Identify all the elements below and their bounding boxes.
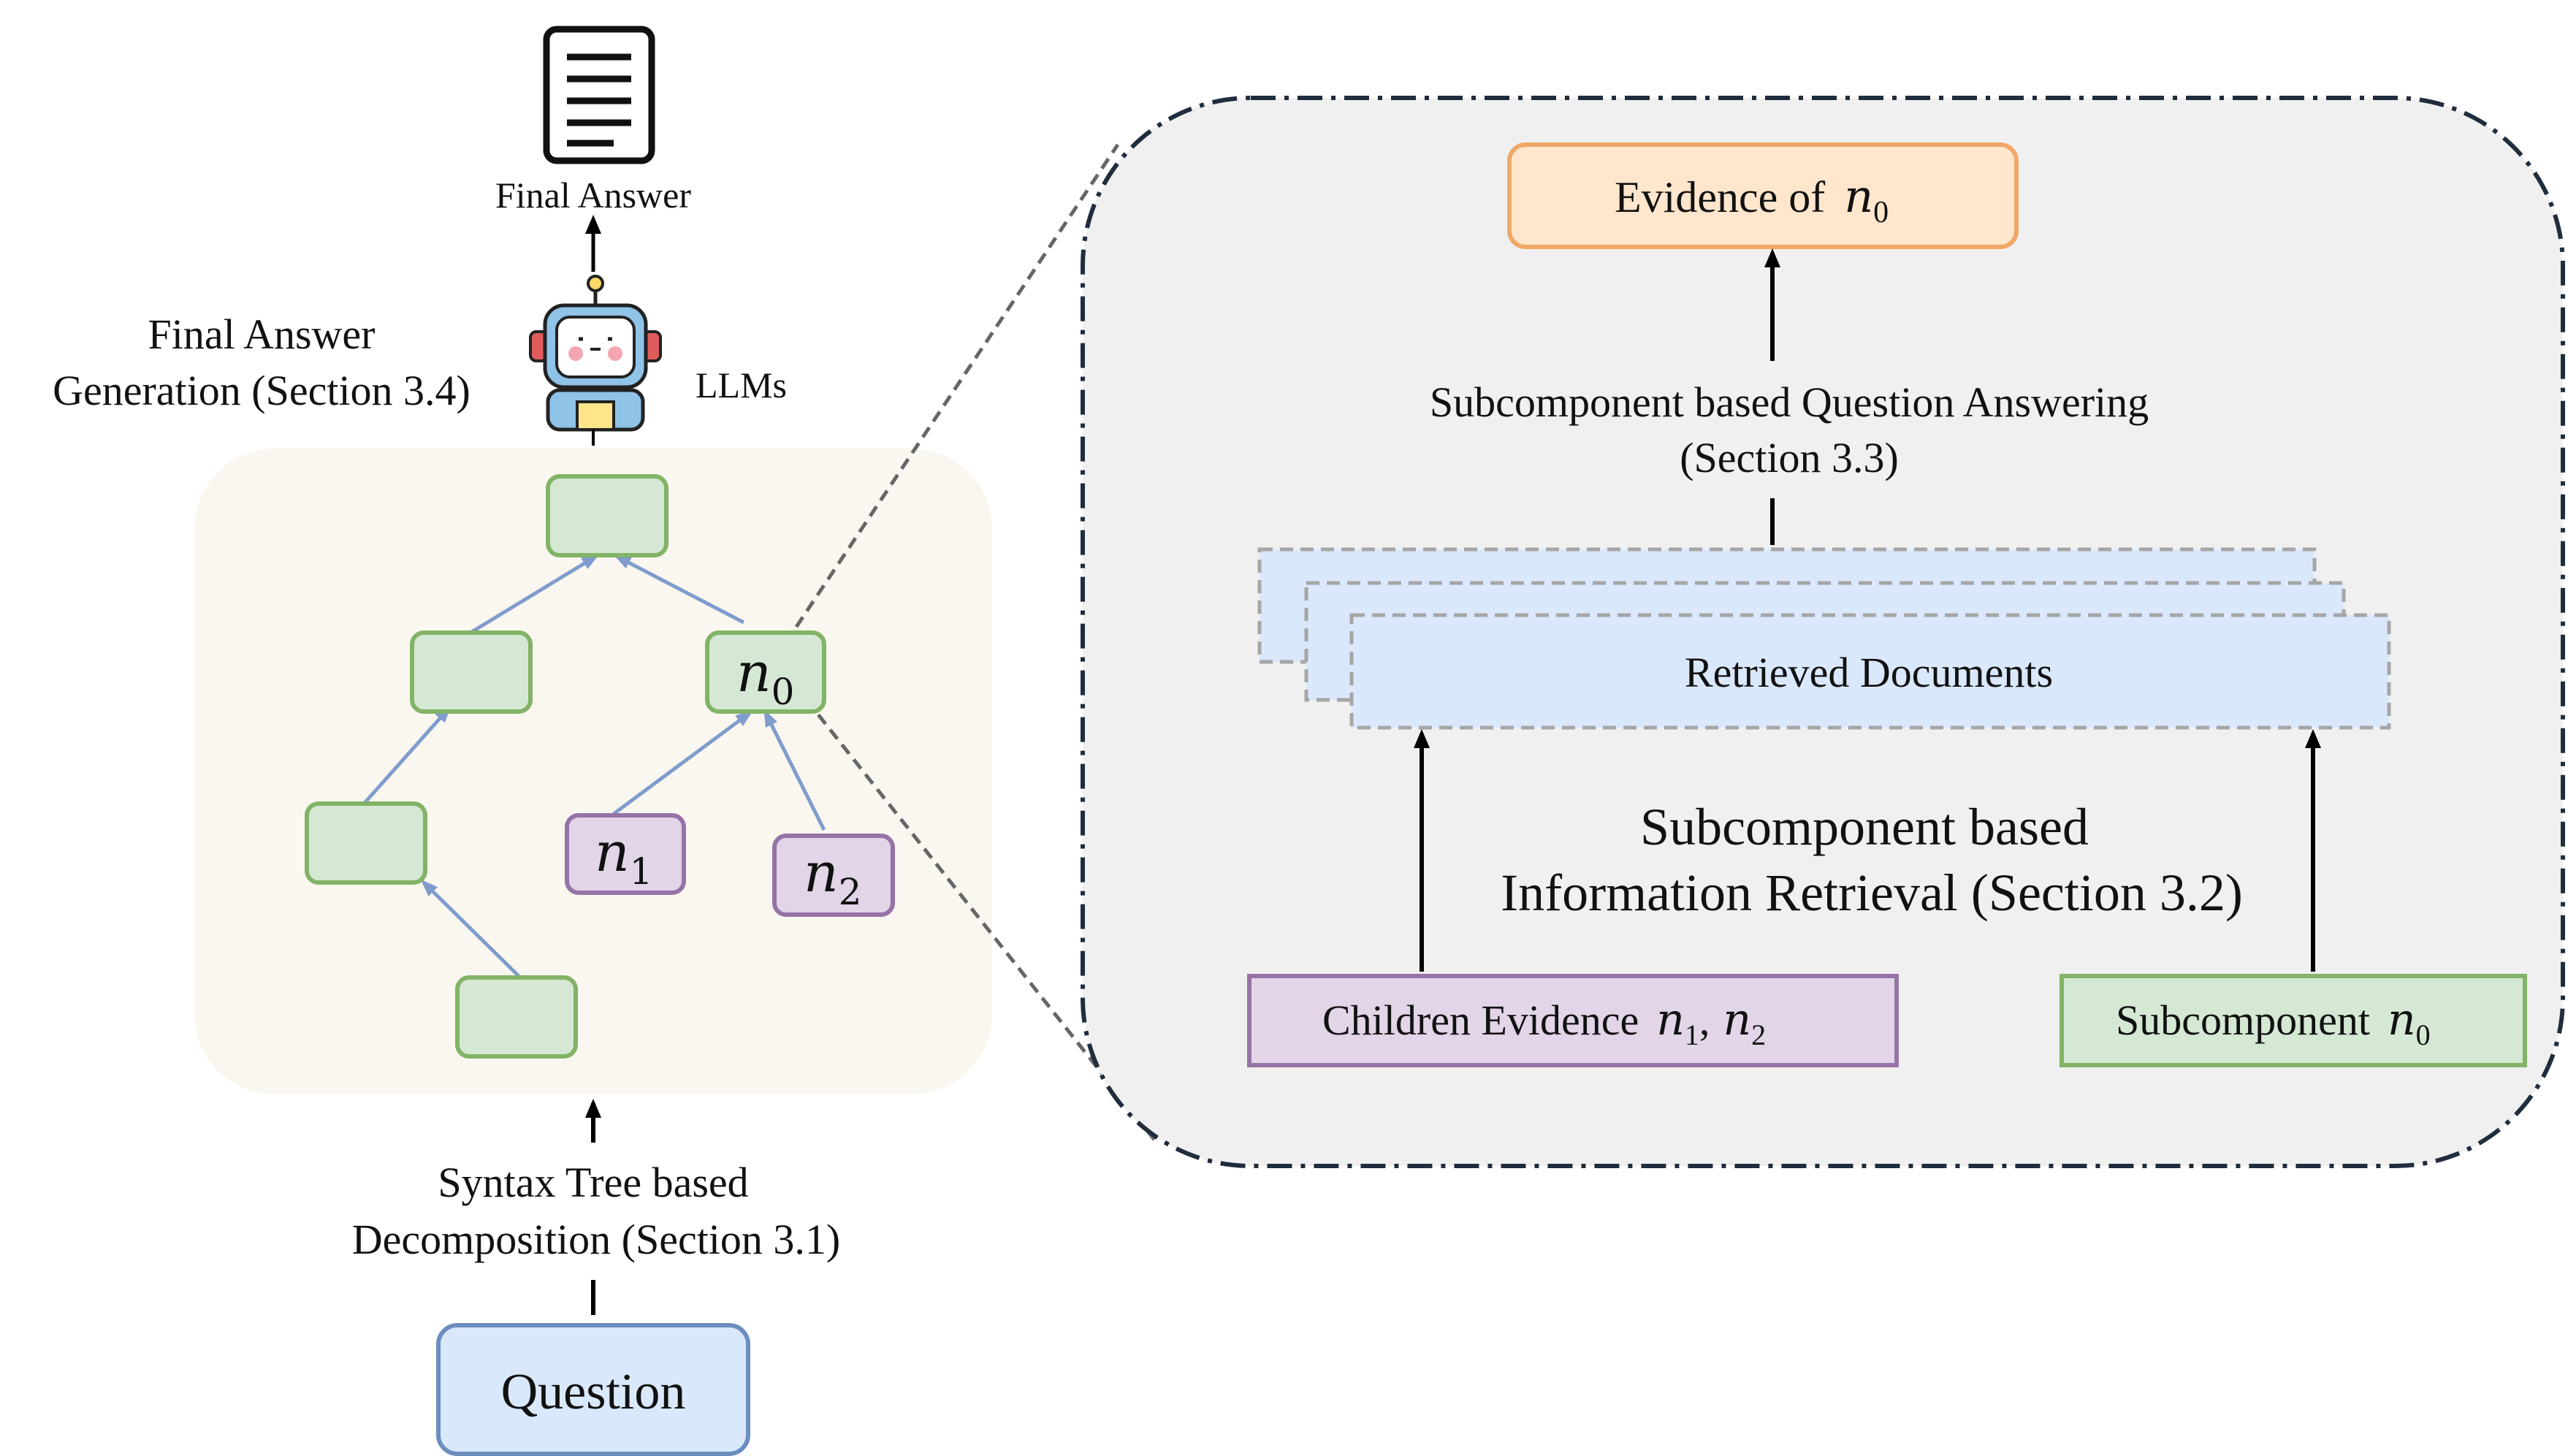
tree-edge-n2-to-n0 [763,709,826,831]
zoom-connector-top [794,143,1120,628]
subcomponent-box [2060,974,2527,1067]
llms-label: LLMs [696,365,787,405]
tree-node-n1-label: n1 [595,821,652,893]
retrieved-documents-label: Retrieved Documents [1685,649,2053,696]
qa-label-line2: (Section 3.3) [1680,434,1899,481]
decomposition-label-line1: Syntax Tree based [438,1159,748,1206]
tree-node-n2 [772,834,895,917]
decomposition-label-line2: Decomposition (Section 3.1) [352,1216,841,1263]
tree-edge-left-to-root [469,554,600,635]
qa-label-line1: Subcomponent based Question Answering [1430,378,2149,426]
final-answer-document-icon [543,26,655,164]
tree-node-n1 [565,813,686,895]
final-answer-label: Final Answer [495,175,691,216]
ir-label-line2: Information Retrieval (Section 3.2) [1501,864,2243,922]
tree-node-mid [305,801,427,885]
tree-node-root [546,474,668,557]
tree-edge-bottom-to-mid [420,879,520,977]
tree-node-n0-label: n0 [736,641,794,713]
robot-llm-icon [529,275,662,432]
question-label: Question [501,1364,686,1420]
question-box [436,1323,750,1456]
children-evidence-box [1247,974,1899,1067]
tree-edges [364,554,826,977]
tree-edge-n1-to-n0 [612,710,753,816]
retrieved-doc-front [1349,613,2391,730]
tree-edge-mid-to-left [364,705,452,804]
generation-label-line1: Final Answer [148,310,376,358]
evidence-box [1507,142,2019,249]
tree-node-left [410,630,533,714]
retrieved-documents-stack: Retrieved Documents [1257,547,2391,730]
tree-node-bottom [455,975,578,1059]
tree-node-n0 [705,630,826,714]
generation-label-line2: Generation (Section 3.4) [53,367,470,414]
ir-label-line1: Subcomponent based [1640,798,2089,856]
syntax-tree-panel [194,449,992,1094]
tree-edge-n0-to-root [613,554,745,625]
tree-node-n2-label: n2 [804,842,861,913]
